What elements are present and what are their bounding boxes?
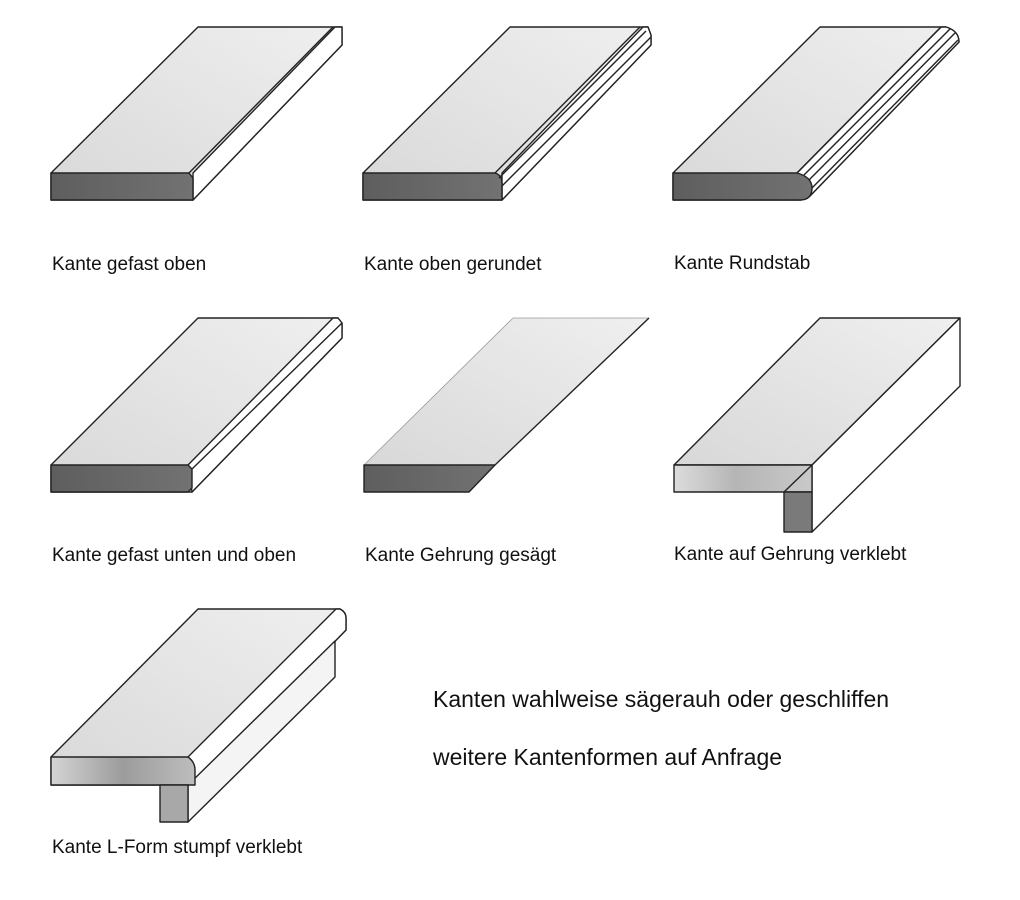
profile-gefast-oben-drawing: [50, 26, 343, 201]
caption-gefast-oben: Kante gefast oben: [52, 254, 207, 275]
profile-rundstab-drawing: [672, 26, 960, 201]
caption-oben-gerundet: Kante oben gerundet: [364, 254, 542, 275]
note-surface-finish: Kanten wahlweise sägerauh oder geschliff…: [433, 686, 890, 712]
profile-l-form-drawing: [50, 608, 347, 823]
caption-gefast-unten-oben: Kante gefast unten und oben: [52, 545, 297, 566]
caption-gehrung-verklebt: Kante auf Gehrung verklebt: [674, 544, 907, 565]
caption-gehrung-gesaegt: Kante Gehrung gesägt: [365, 545, 557, 566]
caption-rundstab: Kante Rundstab: [674, 253, 811, 274]
note-more-profiles: weitere Kantenformen auf Anfrage: [433, 744, 783, 770]
profile-gehrung-verklebt-drawing: [673, 317, 961, 533]
profile-gehrung-gesaegt-drawing: [363, 317, 650, 493]
caption-l-form: Kante L-Form stumpf verklebt: [52, 837, 303, 858]
profile-oben-gerundet-drawing: [362, 26, 652, 201]
profile-gefast-unten-oben-drawing: [50, 317, 343, 493]
